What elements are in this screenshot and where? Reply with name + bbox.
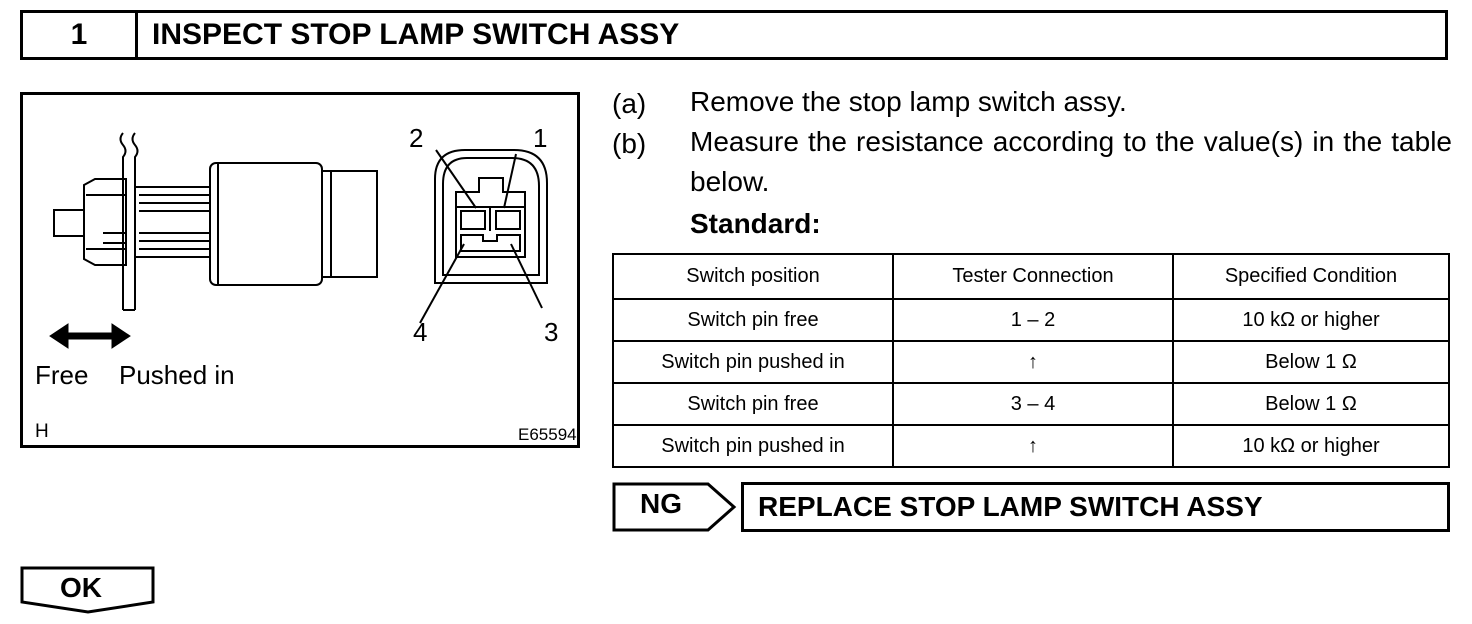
table-row: Switch pin pushed in ↑ 10 kΩ or higher xyxy=(612,424,1450,468)
stop-lamp-switch-drawing xyxy=(49,132,548,349)
column-header: Switch position xyxy=(612,253,894,300)
table-cell: 3 – 4 xyxy=(892,382,1174,426)
pin-label-4: 4 xyxy=(413,317,428,347)
ng-action-text: REPLACE STOP LAMP SWITCH ASSY xyxy=(758,491,1263,522)
step-b-text: Measure the resistance according to the … xyxy=(690,126,1452,197)
ng-arrow-shape xyxy=(612,482,737,532)
step-header: 1 INSPECT STOP LAMP SWITCH ASSY xyxy=(20,10,1448,60)
table-cell: ↑ xyxy=(892,340,1174,384)
pin-label-2: 2 xyxy=(409,123,424,153)
table-cell: Switch pin pushed in xyxy=(612,340,894,384)
table-cell: 10 kΩ or higher xyxy=(1172,298,1450,342)
column-header: Tester Connection xyxy=(892,253,1174,300)
table-row: Switch pin free 3 – 4 Below 1 Ω xyxy=(612,382,1450,426)
corner-code: H xyxy=(35,421,49,442)
table-cell: Switch pin free xyxy=(612,382,894,426)
table-cell: 10 kΩ or higher xyxy=(1172,424,1450,468)
table-cell: 1 – 2 xyxy=(892,298,1174,342)
free-label: Free xyxy=(35,360,89,390)
step-a-label: (a) xyxy=(612,88,647,119)
step-b-label: (b) xyxy=(612,128,647,159)
ok-arrow-shape xyxy=(20,566,155,614)
ng-label: NG xyxy=(640,488,682,519)
table-header-row: Switch position Tester Connection Specif… xyxy=(612,253,1450,300)
ok-label: OK xyxy=(60,572,102,603)
figure-id: E65594 xyxy=(518,425,577,444)
standard-label: Standard: xyxy=(690,208,821,239)
step-title: INSPECT STOP LAMP SWITCH ASSY xyxy=(152,18,680,51)
pin-label-1: 1 xyxy=(533,123,548,153)
table-cell: Below 1 Ω xyxy=(1172,382,1450,426)
column-header: Specified Condition xyxy=(1172,253,1450,300)
pushed-in-label: Pushed in xyxy=(119,360,235,390)
table-cell: ↑ xyxy=(892,424,1174,468)
specification-table: Switch position Tester Connection Specif… xyxy=(612,253,1450,468)
ng-action-box: REPLACE STOP LAMP SWITCH ASSY xyxy=(741,482,1450,532)
table-row: Switch pin pushed in ↑ Below 1 Ω xyxy=(612,340,1450,384)
table-row: Switch pin free 1 – 2 10 kΩ or higher xyxy=(612,298,1450,342)
table-cell: Below 1 Ω xyxy=(1172,340,1450,384)
table-cell: Switch pin free xyxy=(612,298,894,342)
step-number: 1 xyxy=(23,13,138,57)
table-cell: Switch pin pushed in xyxy=(612,424,894,468)
step-a-text: Remove the stop lamp switch assy. xyxy=(690,86,1127,117)
switch-illustration: 2 1 4 3 Free Pushed in H E65594 xyxy=(20,92,580,448)
pin-label-3: 3 xyxy=(544,317,559,347)
